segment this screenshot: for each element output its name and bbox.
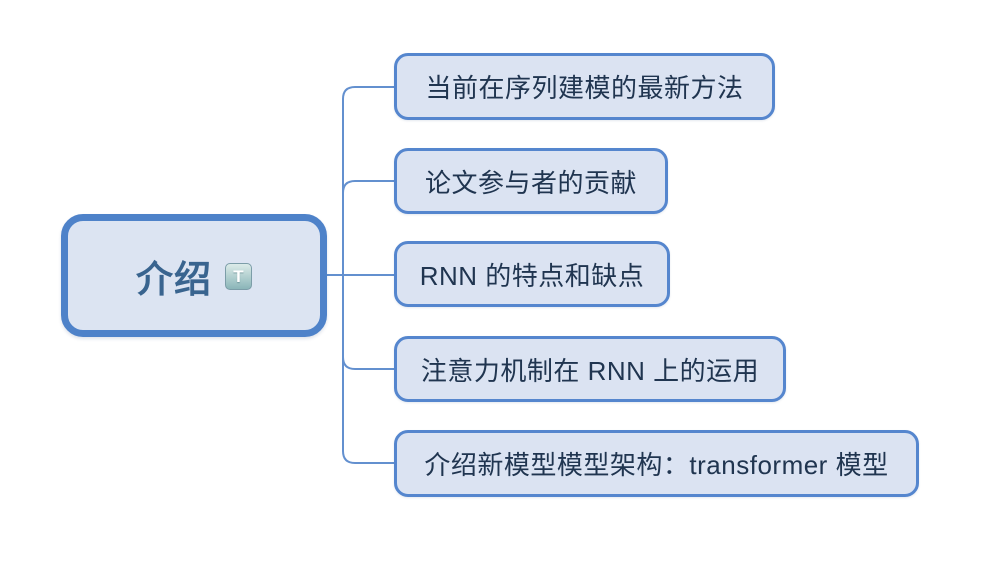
- root-topic[interactable]: 介绍 T: [61, 214, 327, 337]
- topic-label: 注意力机制在 RNN 上的运用: [420, 355, 760, 386]
- task-tag-badge[interactable]: T: [225, 263, 252, 290]
- topic-label: 介绍新模型模型架构：transformer 模型: [424, 450, 889, 480]
- branch-child-1: [342, 86, 395, 276]
- topic-node[interactable]: 论文参与者的贡献: [394, 148, 668, 214]
- branch-lines: [326, 86, 395, 464]
- topic-node[interactable]: 当前在序列建模的最新方法: [394, 53, 775, 120]
- topic-node[interactable]: 介绍新模型模型架构：transformer 模型: [394, 430, 919, 497]
- topic-label: 当前在序列建模的最新方法: [425, 73, 744, 103]
- topic-node[interactable]: 注意力机制在 RNN 上的运用: [394, 336, 786, 402]
- branch-child-2: [342, 180, 395, 276]
- topic-label: RNN 的特点和缺点: [419, 260, 645, 291]
- branch-child-4: [342, 274, 395, 370]
- root-topic-label: 介绍: [136, 258, 212, 300]
- branch-child-5: [342, 274, 395, 464]
- topic-node[interactable]: RNN 的特点和缺点: [394, 241, 670, 307]
- topic-label: 论文参与者的贡献: [424, 167, 637, 198]
